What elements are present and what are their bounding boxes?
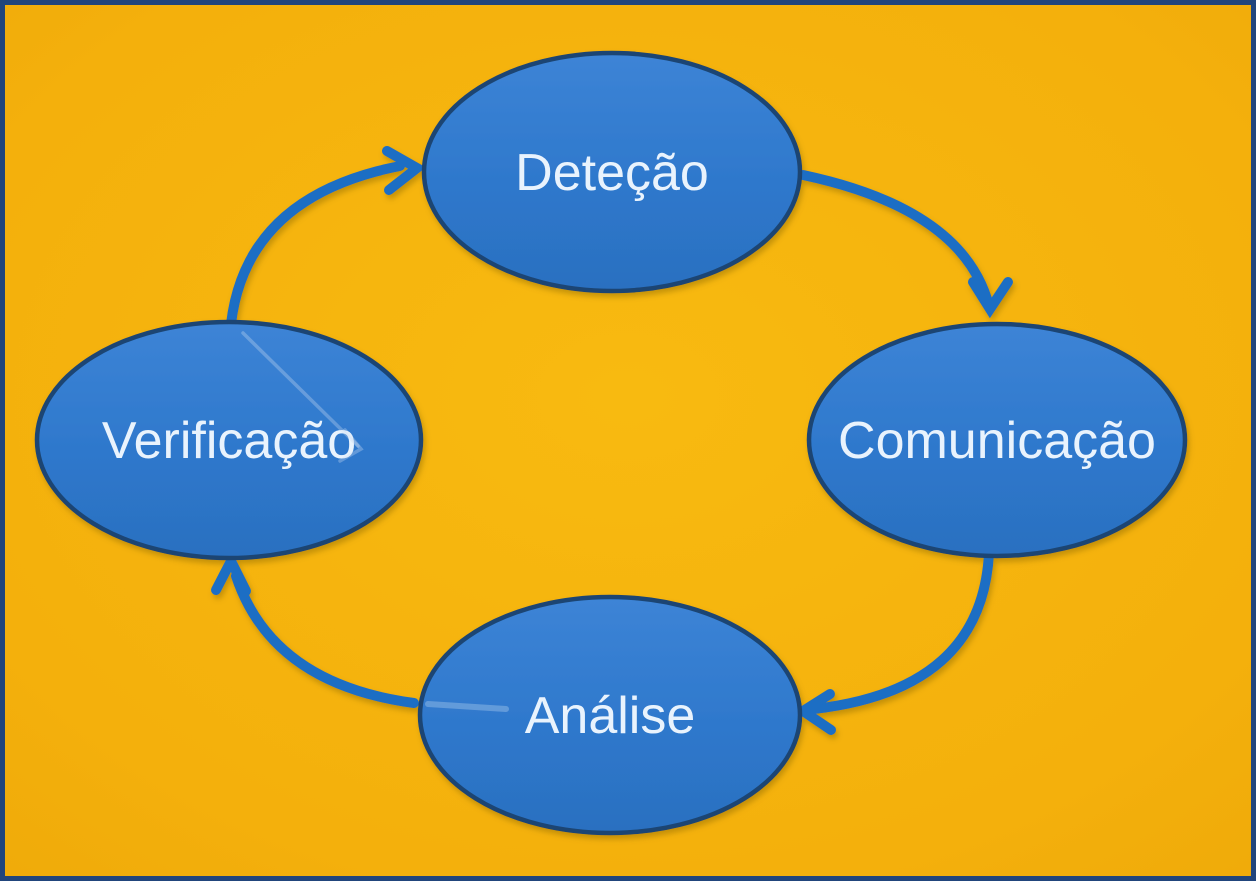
node-analise: Análise [417, 594, 803, 836]
arrow-curve [226, 161, 405, 329]
node-ellipse [806, 321, 1188, 559]
node-detecao: Deteção [421, 50, 803, 294]
node-comunicacao: Comunicação [806, 321, 1188, 559]
arrow-curve [231, 571, 419, 708]
node-ellipse [417, 594, 803, 836]
arrowhead-down-icon [968, 277, 1013, 319]
flow-arrow-verificacao-to-detecao [226, 146, 426, 329]
flow-arrow-analise-to-verificacao [211, 549, 419, 708]
node-ellipse [34, 319, 424, 561]
flow-arrow-detecao-to-comunicacao [798, 170, 1013, 319]
ghost-arrow-line [241, 331, 360, 448]
arrowhead-left-icon [793, 689, 836, 735]
node-label: Análise [525, 687, 696, 745]
node-verificacao: Verificação [34, 319, 424, 561]
node-label: Comunicação [838, 412, 1156, 470]
ghost-arrowhead-icon [338, 428, 364, 463]
arrow-curve [798, 170, 992, 304]
ghost-arrow-verificacao [241, 331, 364, 463]
flow-arrow-comunicacao-to-analise [793, 548, 994, 735]
arrow-curve [809, 548, 994, 714]
arrowhead-right-icon [382, 146, 426, 195]
node-label: Deteção [515, 144, 709, 202]
node-label: Verificação [102, 412, 356, 470]
ghost-connector-smudge [425, 701, 509, 712]
arrowhead-up-icon [211, 549, 251, 596]
node-ellipse [421, 50, 803, 294]
